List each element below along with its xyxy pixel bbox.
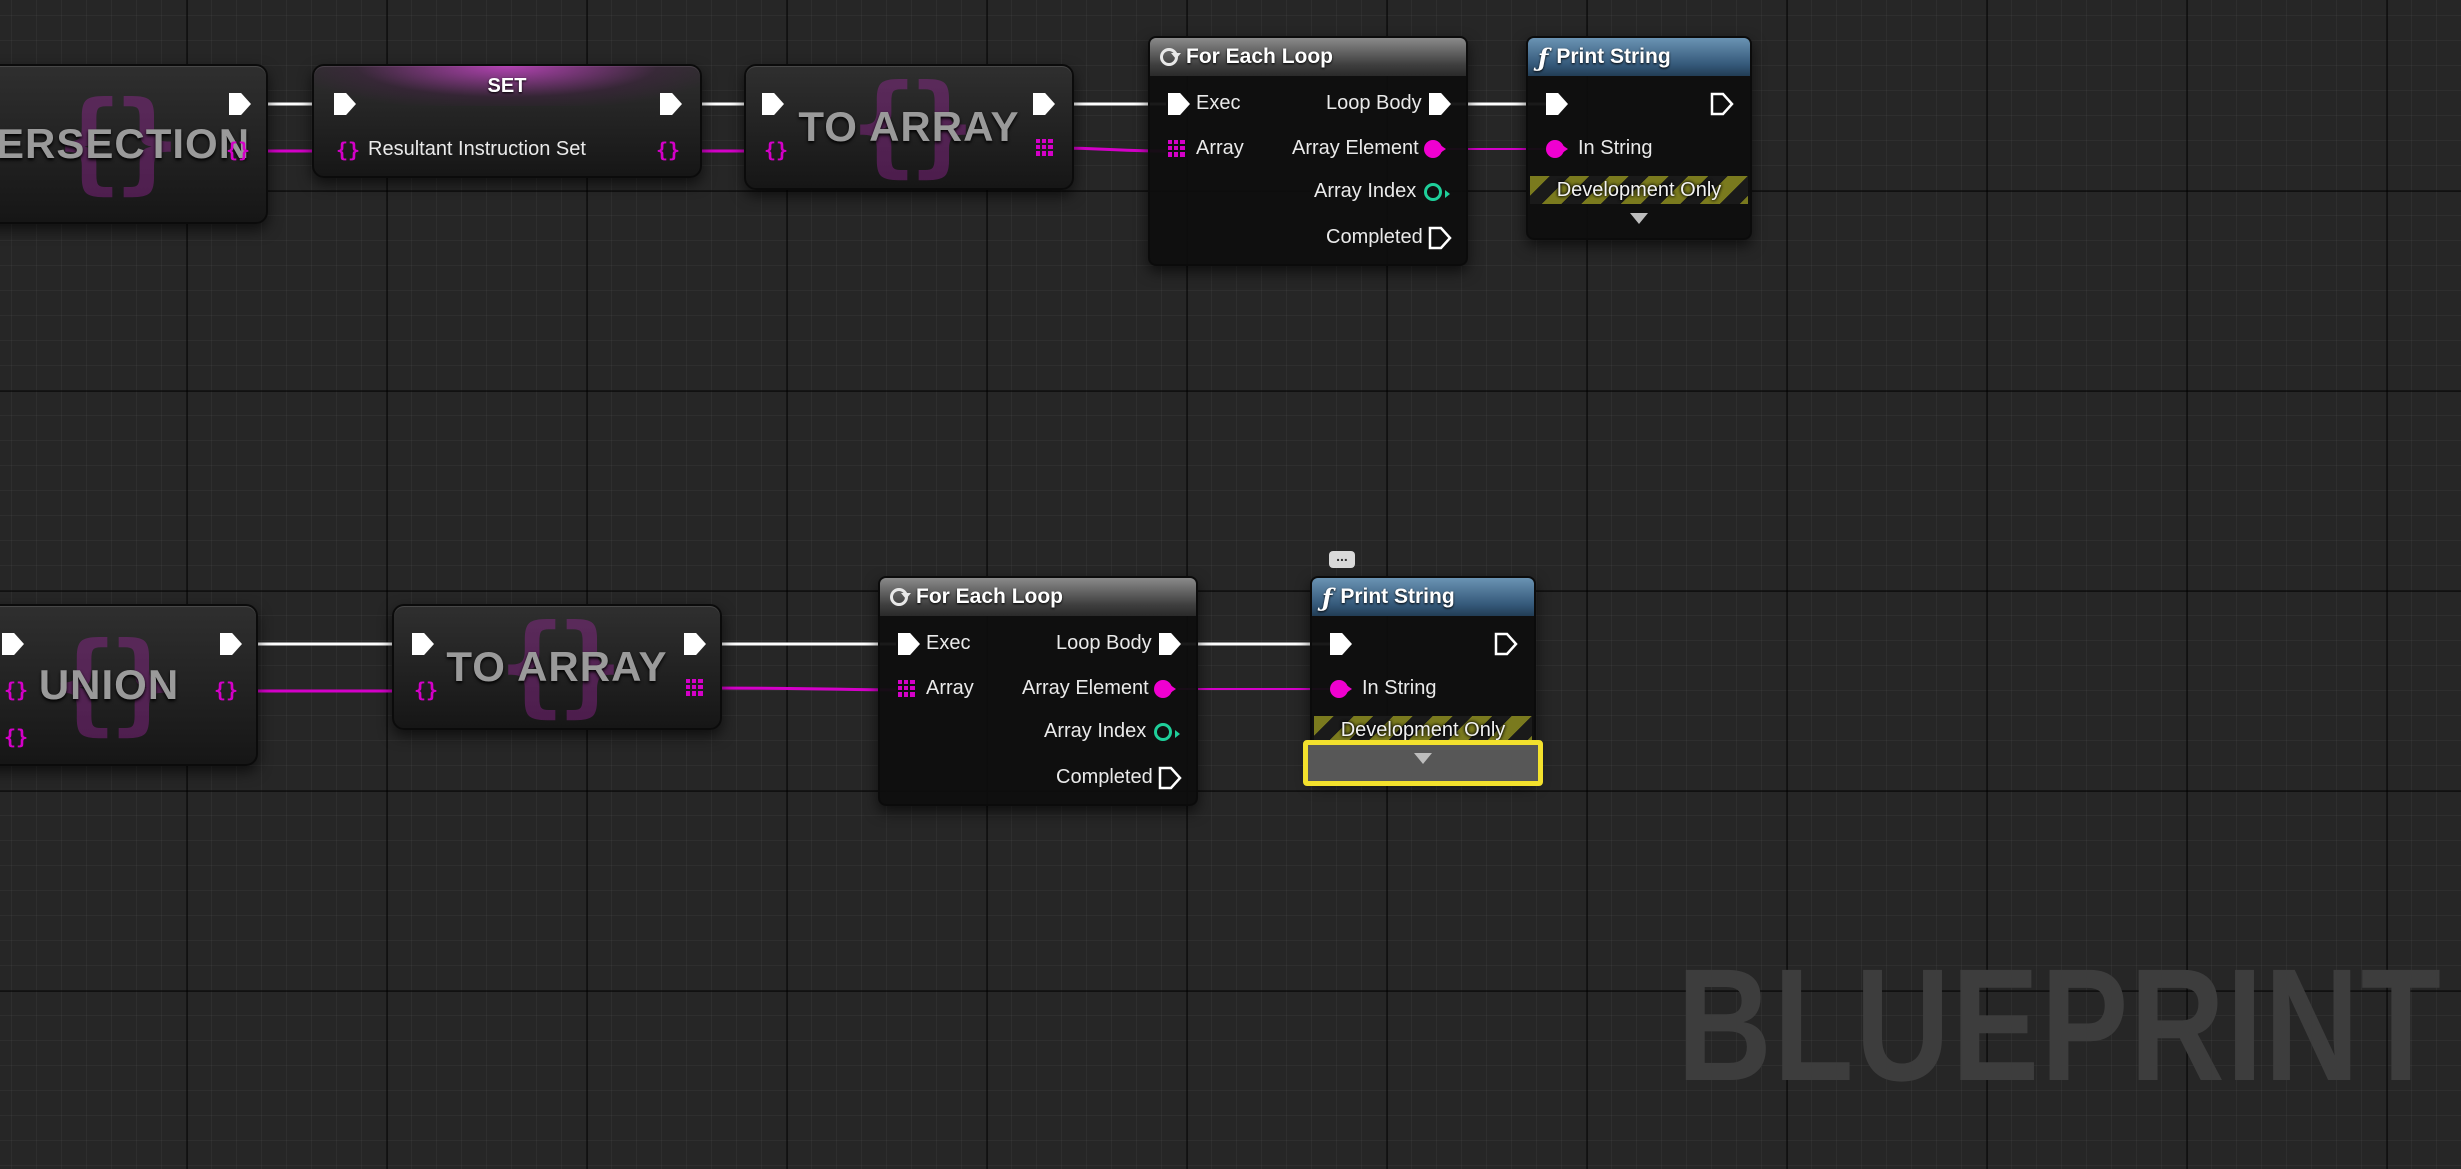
- array-out-pin[interactable]: [686, 679, 703, 696]
- exec-in-pin[interactable]: [898, 633, 920, 655]
- loop-body-pin[interactable]: [1159, 633, 1181, 655]
- array-label: Array: [926, 677, 974, 699]
- node-title: ERSECTION: [0, 120, 251, 167]
- for-each-loop-node[interactable]: For Each Loop: [1148, 36, 1468, 266]
- set-in-pin[interactable]: {}: [336, 138, 361, 162]
- exec-in-pin[interactable]: [1330, 633, 1352, 655]
- array-index-label: Array Index: [1044, 720, 1147, 742]
- node-title: For Each Loop: [1186, 45, 1333, 68]
- exec-in-pin[interactable]: [412, 633, 434, 655]
- exec-in-pin[interactable]: [334, 93, 356, 115]
- exec-in-pin[interactable]: [2, 633, 24, 655]
- array-index-label: Array Index: [1314, 180, 1417, 202]
- node-title: TO ARRAY: [798, 103, 1020, 150]
- set-watermark-icon: {}: [850, 60, 975, 189]
- completed-pin[interactable]: [1428, 226, 1452, 250]
- array-wire[interactable]: [703, 686, 897, 692]
- expand-arrow-icon[interactable]: [1630, 213, 1648, 224]
- union-node[interactable]: {} UNION: [0, 604, 258, 766]
- loop-body-pin[interactable]: [1429, 93, 1451, 115]
- exec-out-pin[interactable]: [229, 93, 251, 115]
- exec-out-pin[interactable]: [660, 93, 682, 115]
- array-index-pin[interactable]: [1154, 723, 1180, 741]
- array-in-pin[interactable]: [1168, 140, 1185, 157]
- node-title: For Each Loop: [916, 585, 1063, 608]
- set-out-pin[interactable]: {}: [656, 138, 681, 162]
- to-array-node[interactable]: {} TO ARRAY: [744, 60, 1074, 190]
- node-title: Print String: [1556, 45, 1671, 68]
- in-string-pin[interactable]: [1330, 680, 1352, 698]
- completed-pin[interactable]: [1158, 766, 1182, 790]
- set-in-pin[interactable]: {}: [764, 138, 789, 162]
- comment-bubble-icon[interactable]: ...: [1329, 549, 1355, 568]
- node-title: UNION: [38, 661, 180, 708]
- node-title: Print String: [1340, 585, 1455, 608]
- print-string-node[interactable]: ƒ Print String: [1526, 36, 1752, 240]
- blueprint-watermark: BLUEPRINT: [1677, 935, 2443, 1114]
- for-each-loop-node[interactable]: For Each Loop: [878, 576, 1198, 806]
- expand-arrow-icon[interactable]: [1414, 753, 1432, 764]
- array-out-pin[interactable]: [1036, 139, 1053, 156]
- set-watermark-icon: {}: [55, 77, 180, 206]
- set-in-pin[interactable]: {}: [414, 678, 439, 702]
- for-each-header: For Each Loop: [1150, 38, 1466, 76]
- intersection-node[interactable]: {} ERSECTION: [0, 64, 268, 224]
- loop-body-label: Loop Body: [1326, 92, 1422, 114]
- function-icon: ƒ: [1538, 42, 1549, 72]
- exec-out-pin[interactable]: [1033, 93, 1055, 115]
- in-string-pin[interactable]: [1546, 140, 1568, 158]
- set-out-pin[interactable]: {}: [226, 138, 251, 162]
- array-element-label: Array Element: [1022, 677, 1149, 699]
- array-in-pin[interactable]: [898, 680, 915, 697]
- set-watermark-icon: {}: [50, 618, 175, 747]
- loop-body-label: Loop Body: [1056, 632, 1152, 654]
- array-index-pin[interactable]: [1424, 183, 1450, 201]
- set-in-pin-a[interactable]: {}: [4, 678, 29, 702]
- in-string-label: In String: [1578, 137, 1653, 159]
- for-each-header: For Each Loop: [880, 578, 1196, 616]
- variable-label: Resultant Instruction Set: [368, 138, 586, 160]
- print-string-header: ƒ Print String: [1528, 38, 1750, 76]
- exec-in-pin[interactable]: [762, 93, 784, 115]
- function-icon: ƒ: [1322, 582, 1333, 612]
- completed-label: Completed: [1056, 766, 1153, 788]
- set-watermark-icon: {}: [498, 600, 623, 729]
- array-element-pin[interactable]: [1154, 680, 1176, 698]
- exec-out-pin[interactable]: [1710, 92, 1734, 116]
- development-only-banner: Development Only: [1530, 176, 1748, 204]
- print-string-header: ƒ Print String: [1312, 578, 1534, 616]
- array-label: Array: [1196, 137, 1244, 159]
- set-variable-node[interactable]: SET: [312, 64, 702, 178]
- exec-out-pin[interactable]: [220, 633, 242, 655]
- exec-label: Exec: [1196, 92, 1241, 114]
- exec-label: Exec: [926, 632, 971, 654]
- exec-in-pin[interactable]: [1168, 93, 1190, 115]
- completed-label: Completed: [1326, 226, 1423, 248]
- set-node-header: SET: [314, 66, 700, 106]
- to-array-node[interactable]: {} TO ARRAY: [392, 600, 722, 730]
- array-element-label: Array Element: [1292, 137, 1419, 159]
- exec-out-pin[interactable]: [684, 633, 706, 655]
- node-title: TO ARRAY: [446, 643, 668, 690]
- set-in-pin-b[interactable]: {}: [4, 725, 29, 749]
- development-only-banner: Development Only: [1314, 716, 1532, 744]
- in-string-label: In String: [1362, 677, 1437, 699]
- loop-icon: [1160, 48, 1181, 66]
- node-title: SET: [487, 74, 527, 97]
- set-out-pin[interactable]: {}: [214, 678, 239, 702]
- loop-icon: [890, 588, 911, 606]
- exec-out-pin[interactable]: [1494, 632, 1518, 656]
- exec-in-pin[interactable]: [1546, 93, 1568, 115]
- array-element-pin[interactable]: [1424, 140, 1446, 158]
